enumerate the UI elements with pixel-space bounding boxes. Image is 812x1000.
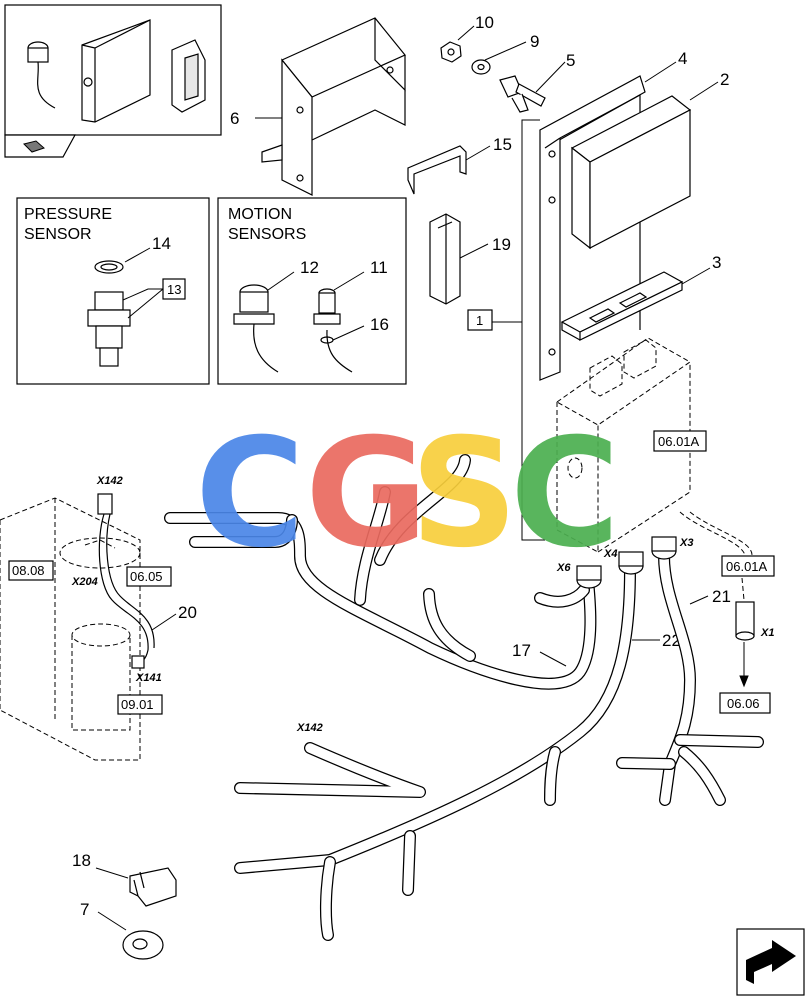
bracket-part-6 [261, 17, 406, 196]
motion-sensor-part-12 [233, 284, 279, 373]
pressure-sensor-part-13 [87, 291, 131, 367]
connector-x141: X141 [135, 672, 162, 684]
ref-0808: 08.08 [12, 563, 45, 578]
harness-part-21 [616, 550, 764, 806]
connector-x4: X4 [603, 548, 617, 560]
clip-part-15 [407, 145, 467, 195]
watermark-letter-c2: C [510, 407, 620, 581]
motion-sensors-title-1: MOTION [228, 206, 292, 223]
ref-box-0601a-right [721, 555, 775, 577]
nut-part-10 [440, 41, 462, 63]
callout-20: 20 [178, 603, 197, 622]
callout-13: 13 [167, 282, 181, 297]
pressure-sensor-title-1: PRESSURE [24, 206, 112, 223]
harness-part-20 [97, 493, 155, 669]
callout-21: 21 [712, 587, 731, 606]
connector-x1: X1 [760, 627, 774, 639]
o-ring-part-14 [94, 260, 124, 274]
plug-part-18 [129, 867, 177, 907]
connector-x3-plug [651, 536, 677, 560]
harness-part-22 [234, 564, 636, 941]
callout-12: 12 [300, 258, 319, 277]
harness-part-17 [164, 454, 597, 690]
ref-box-0606 [719, 692, 771, 714]
ref-0601a-top: 06.01A [658, 434, 700, 449]
callout-18: 18 [72, 851, 91, 870]
ref-box-0601a-top [653, 430, 707, 452]
callout-7: 7 [80, 900, 89, 919]
machine-structure [0, 497, 141, 761]
connector-x142-bottom: X142 [296, 722, 323, 734]
callout-14: 14 [152, 234, 171, 253]
callout-11: 11 [370, 258, 388, 277]
overview-arrow-tab [4, 134, 77, 158]
overview-inset [4, 4, 222, 136]
ref-box-0605 [126, 566, 172, 587]
motion-sensors-title-2: SENSORS [228, 226, 306, 243]
ref-0606: 06.06 [727, 696, 760, 711]
callout-box-1 [467, 309, 493, 331]
ref-0605: 06.05 [130, 569, 163, 584]
ref-box-0808 [8, 560, 54, 581]
connector-x6-plug [576, 565, 602, 589]
callout-6: 6 [230, 109, 239, 128]
watermark-letter-s: S [410, 407, 518, 581]
washer-part-9 [471, 59, 491, 75]
connector-x1-plug [735, 577, 755, 641]
callout-17: 17 [512, 641, 531, 660]
callout-19: 19 [492, 235, 511, 254]
connector-x6: X6 [556, 562, 571, 574]
connector-x204: X204 [71, 576, 98, 588]
callout-3: 3 [712, 253, 721, 272]
ref-0901: 09.01 [121, 697, 154, 712]
callout-1: 1 [476, 313, 483, 328]
callout-4: 4 [678, 49, 687, 68]
callout-15: 15 [493, 135, 512, 154]
callout-2: 2 [720, 70, 729, 89]
motion-sensors-panel: MOTION SENSORS 12 11 16 [217, 197, 407, 385]
control-unit [556, 337, 691, 553]
watermark-cgsc: C G S C [195, 407, 620, 581]
callout-5: 5 [566, 51, 575, 70]
callout-9: 9 [530, 32, 539, 51]
grommet-part-7 [122, 930, 164, 960]
watermark-letter-g: G [305, 407, 428, 581]
frame-part-3 [560, 271, 684, 341]
connector-x4-plug [618, 551, 644, 575]
module-part-2 [570, 95, 692, 250]
connector-x142-top: X142 [96, 475, 123, 487]
ref-0601a-right: 06.01A [726, 559, 768, 574]
callout-16: 16 [370, 315, 389, 334]
watermark-letter-c1: C [195, 407, 305, 581]
callout-10: 10 [475, 13, 494, 32]
stud-part-5 [499, 75, 546, 113]
connector-x3: X3 [679, 537, 693, 549]
ref-box-0901 [117, 694, 163, 715]
pressure-sensor-panel: PRESSURE SENSOR 14 13 [16, 197, 210, 385]
motion-sensor-part-11 [313, 288, 353, 373]
pressure-sensor-title-2: SENSOR [24, 226, 92, 243]
next-page-icon[interactable] [736, 928, 805, 996]
mounting-plate-part-4 [539, 75, 646, 381]
channel-part-19 [429, 213, 461, 305]
